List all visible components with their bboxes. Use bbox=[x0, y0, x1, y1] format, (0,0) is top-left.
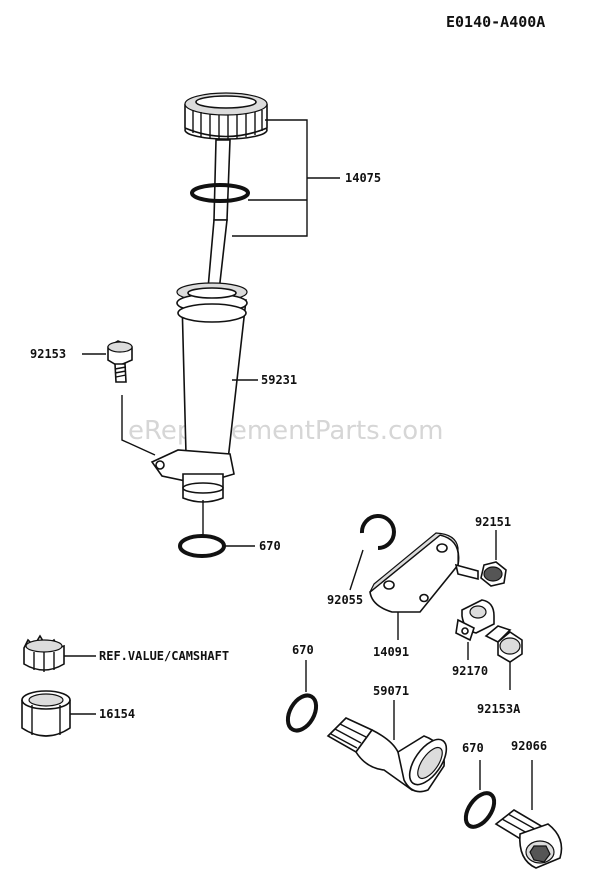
ref-value-camshaft-part[interactable] bbox=[23, 634, 65, 672]
label-92066: 92066 bbox=[511, 739, 547, 753]
diagram-code: E0140-A400A bbox=[446, 13, 545, 31]
cover-14091[interactable] bbox=[369, 532, 460, 613]
oring-mid[interactable] bbox=[282, 691, 322, 736]
oring-tube[interactable] bbox=[178, 534, 226, 558]
bolt-92151[interactable] bbox=[454, 561, 507, 587]
label-92170: 92170 bbox=[452, 664, 488, 678]
watermark: eReplacementParts.com bbox=[128, 416, 444, 446]
label-59071: 59071 bbox=[373, 684, 409, 698]
gear-16154[interactable] bbox=[21, 690, 71, 737]
dipstick-oring[interactable] bbox=[190, 183, 250, 203]
label-92153: 92153 bbox=[30, 347, 66, 361]
label-ref-value: REF.VALUE/CAMSHAFT bbox=[99, 649, 229, 663]
label-92151: 92151 bbox=[475, 515, 511, 529]
label-14091: 14091 bbox=[373, 645, 409, 659]
bolt-92153a[interactable] bbox=[484, 625, 523, 663]
label-670-a: 670 bbox=[259, 539, 281, 553]
bolt-92153[interactable] bbox=[107, 340, 133, 383]
drain-valve-59071[interactable] bbox=[326, 717, 454, 793]
oring-right[interactable] bbox=[460, 788, 500, 832]
label-59231: 59231 bbox=[261, 373, 297, 387]
clamp-92170[interactable] bbox=[455, 599, 495, 642]
label-92153a: 92153A bbox=[477, 702, 521, 716]
label-92055: 92055 bbox=[327, 593, 363, 607]
label-16154: 16154 bbox=[99, 707, 135, 721]
drain-plug-92066[interactable] bbox=[494, 809, 563, 869]
label-670-b: 670 bbox=[292, 643, 314, 657]
label-14075: 14075 bbox=[345, 171, 381, 185]
circlip-92055[interactable] bbox=[359, 514, 396, 550]
oil-filler-tube[interactable] bbox=[150, 282, 248, 503]
label-670-c: 670 bbox=[462, 741, 484, 755]
